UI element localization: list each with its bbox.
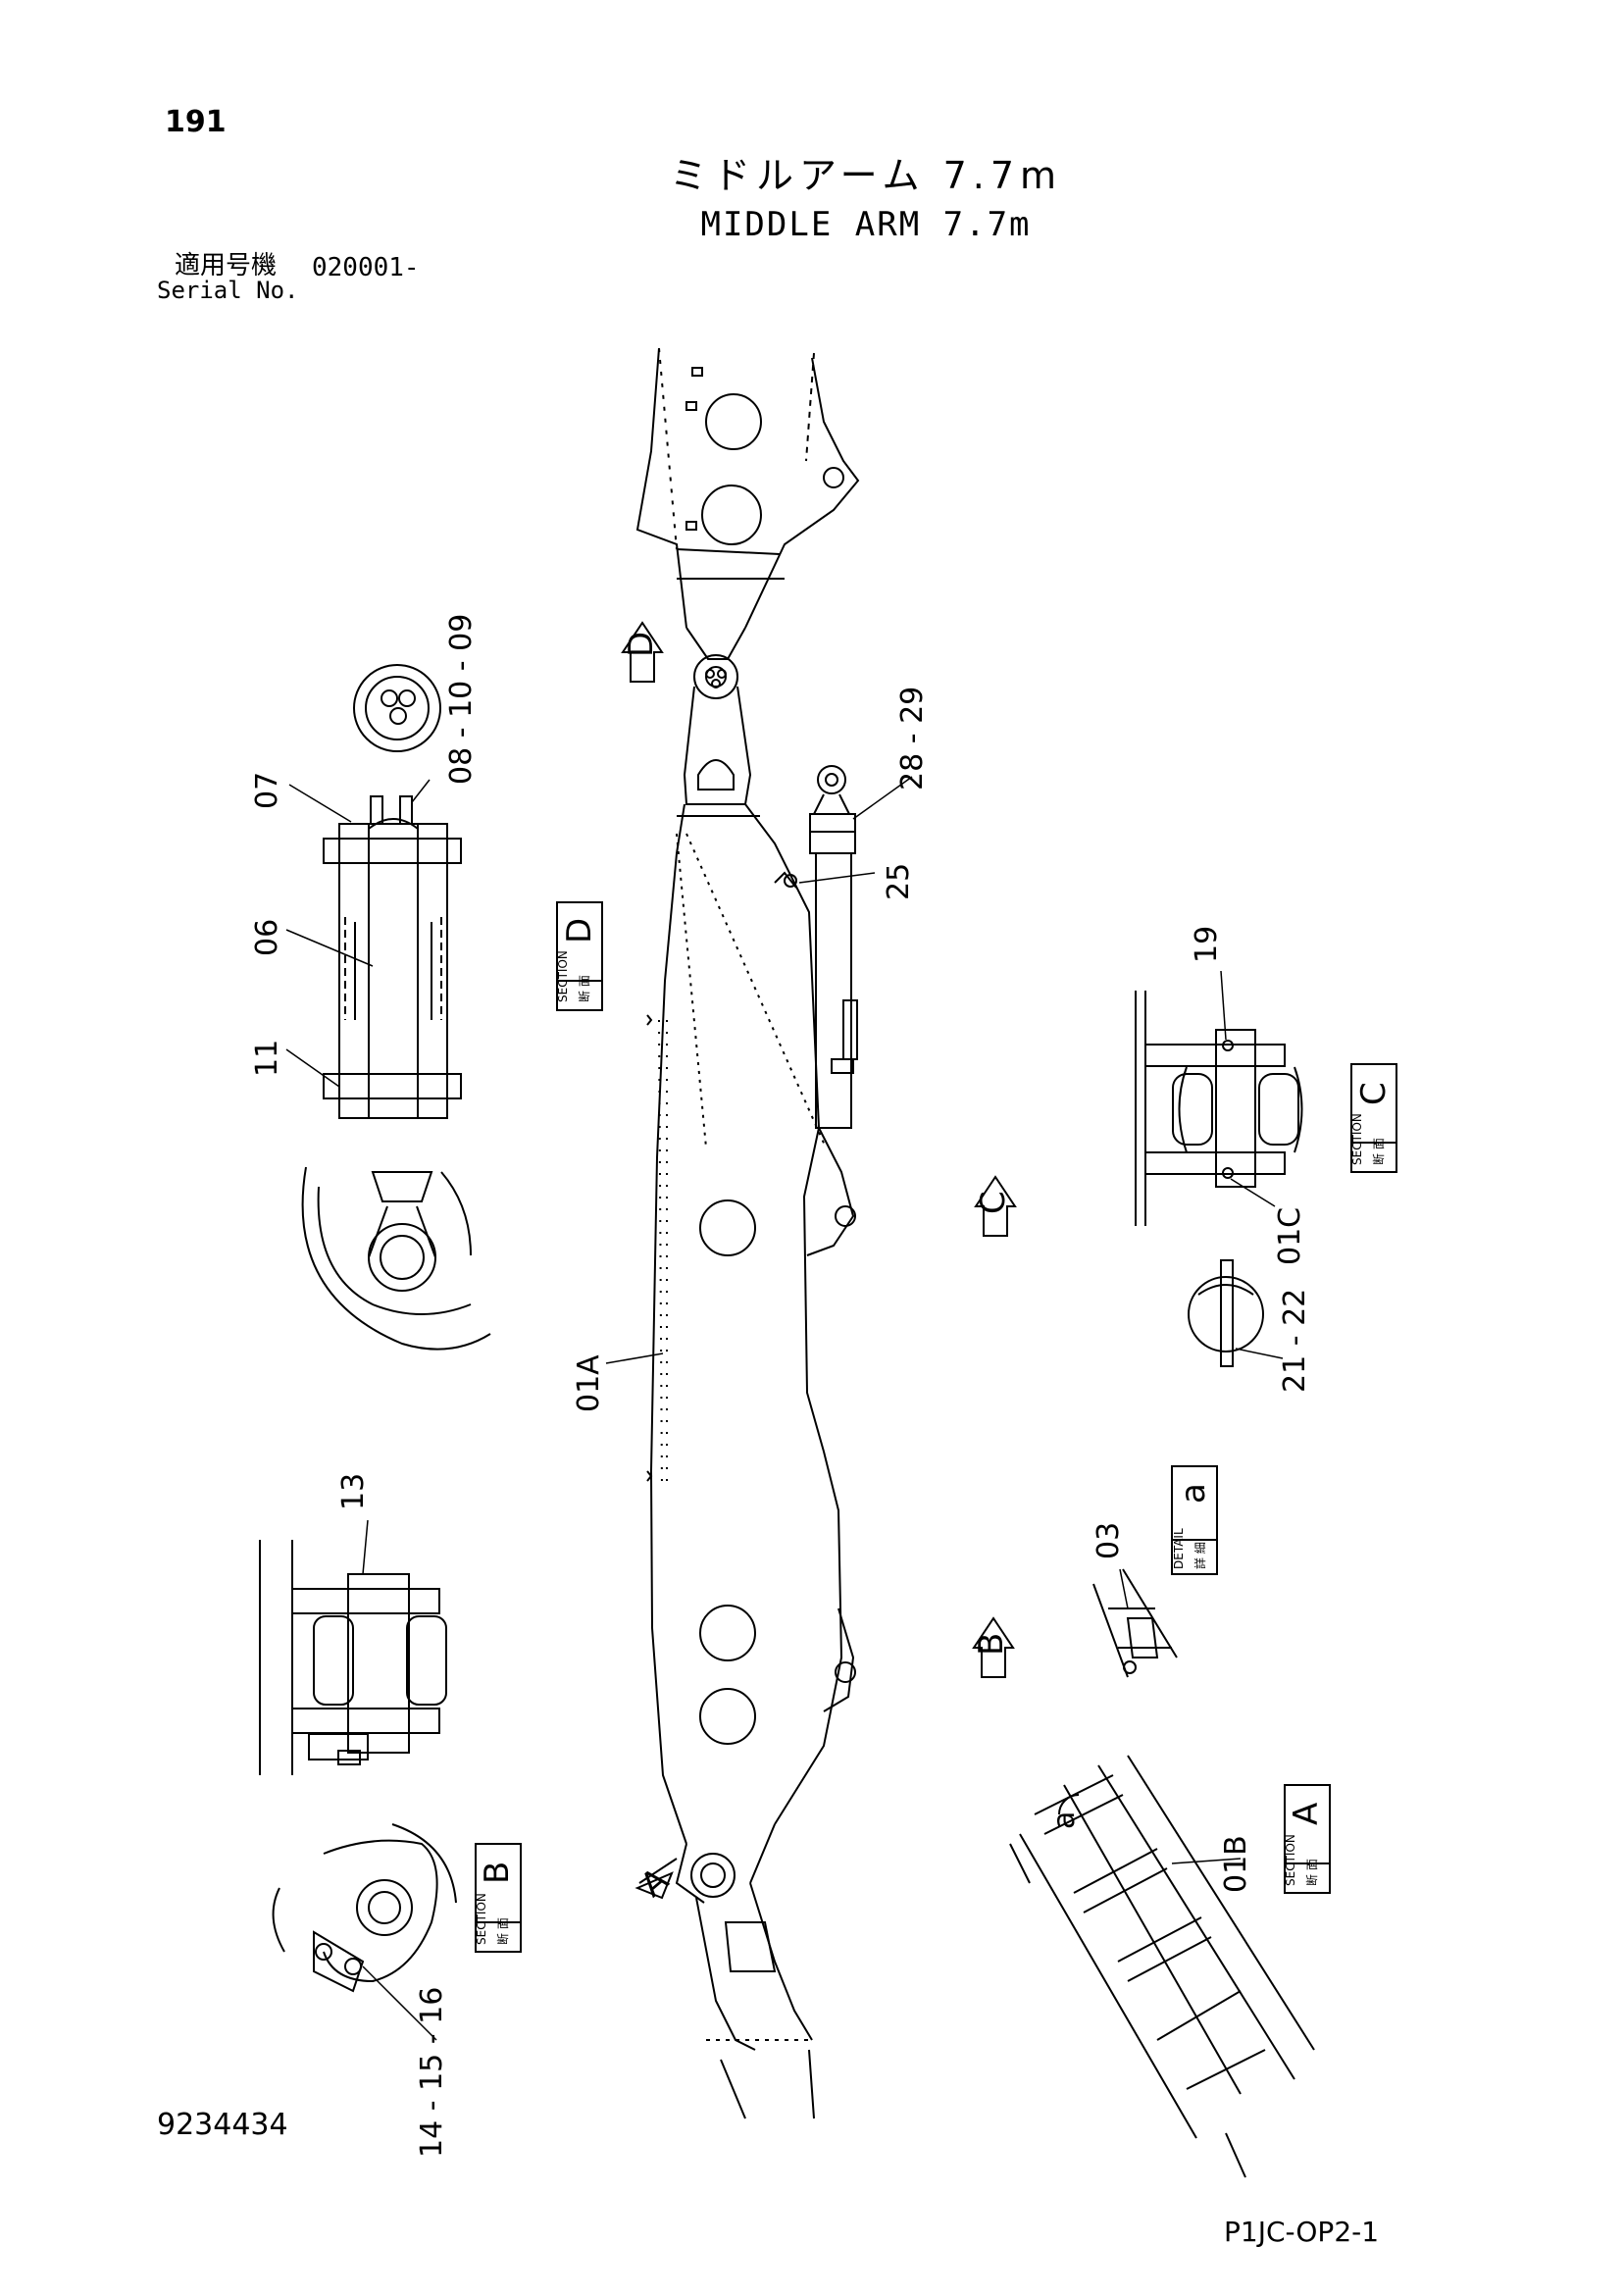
detail-a xyxy=(1092,1568,1178,1678)
label-01a: 01A xyxy=(572,1354,606,1412)
serial-value: 020001- xyxy=(312,253,420,282)
label-21-22: 21 - 22 xyxy=(1278,1289,1312,1393)
svg-text:C: C xyxy=(1354,1082,1394,1105)
section-b-detail xyxy=(259,1540,457,1993)
tag-a-detail-en: DETAIL xyxy=(1172,1528,1186,1569)
tag-d-section-en: SECTION xyxy=(556,950,570,1002)
section-tag-a: A xyxy=(1284,1784,1331,1894)
tag-d-section-jp: 断 面 xyxy=(577,975,591,1002)
tag-a-detail-jp: 詳 細 xyxy=(1193,1542,1207,1569)
label-11: 11 xyxy=(250,1040,284,1077)
section-tag-c: C xyxy=(1350,1063,1397,1173)
tag-a-section-en: SECTION xyxy=(1284,1834,1297,1886)
svg-text:B: B xyxy=(478,1862,517,1884)
label-06: 06 xyxy=(250,919,284,956)
label-13: 13 xyxy=(336,1473,371,1510)
svg-text:C: C xyxy=(974,1191,1013,1214)
label-08-10-09: 08 - 10 - 09 xyxy=(444,614,479,785)
title-japanese: ミドルアーム 7.7m xyxy=(669,154,1063,197)
view-arrow-a: A xyxy=(634,1858,678,1906)
tag-c-section-en: SECTION xyxy=(1350,1113,1364,1165)
section-a-detail xyxy=(1009,1755,1315,2178)
label-03: 03 xyxy=(1091,1522,1126,1559)
label-19: 19 xyxy=(1190,926,1224,963)
section-tag-d: D xyxy=(556,901,603,1011)
label-07: 07 xyxy=(250,772,284,809)
label-01b: 01B xyxy=(1219,1835,1253,1893)
page-number: 191 xyxy=(165,105,227,139)
svg-text:A: A xyxy=(1287,1803,1326,1825)
svg-text:a: a xyxy=(1174,1483,1213,1504)
tag-b-section-en: SECTION xyxy=(475,1893,488,1945)
tag-b-section-jp: 断 面 xyxy=(495,1917,510,1945)
title-english: MIDDLE ARM 7.7m xyxy=(700,205,1032,244)
label-28-29: 28 - 29 xyxy=(895,687,930,791)
label-25: 25 xyxy=(882,863,916,900)
label-14-15-16: 14 - 15 - 16 xyxy=(415,1987,449,2158)
label-01c: 01C xyxy=(1273,1207,1307,1265)
view-arrow-c: C xyxy=(974,1175,1017,1237)
label-detail-a: a xyxy=(1047,1811,1082,1829)
svg-text:B: B xyxy=(972,1633,1011,1656)
section-c-detail xyxy=(1135,991,1303,1367)
svg-text:A: A xyxy=(634,1861,677,1906)
tag-c-section-jp: 断 面 xyxy=(1371,1138,1386,1165)
svg-text:D: D xyxy=(560,918,599,944)
leader-lines xyxy=(285,776,1284,2041)
cylinder-assembly xyxy=(774,765,858,1129)
view-arrow-d: D xyxy=(621,621,664,683)
tag-a-section-jp: 断 面 xyxy=(1304,1859,1319,1886)
detail-tag-a: a xyxy=(1171,1465,1218,1575)
view-arrow-b: B xyxy=(972,1616,1015,1678)
middle-arm-main xyxy=(635,347,860,2119)
svg-text:D: D xyxy=(622,632,661,657)
serial-label-japanese: 適用号機 xyxy=(175,251,278,281)
drawing-number: 9234434 xyxy=(157,2108,288,2142)
section-tag-b: B xyxy=(475,1843,522,1953)
serial-label-english: Serial No. xyxy=(157,277,299,304)
section-d-detail xyxy=(301,664,491,1351)
page-code: P1JC-OP2-1 xyxy=(1224,2216,1380,2248)
